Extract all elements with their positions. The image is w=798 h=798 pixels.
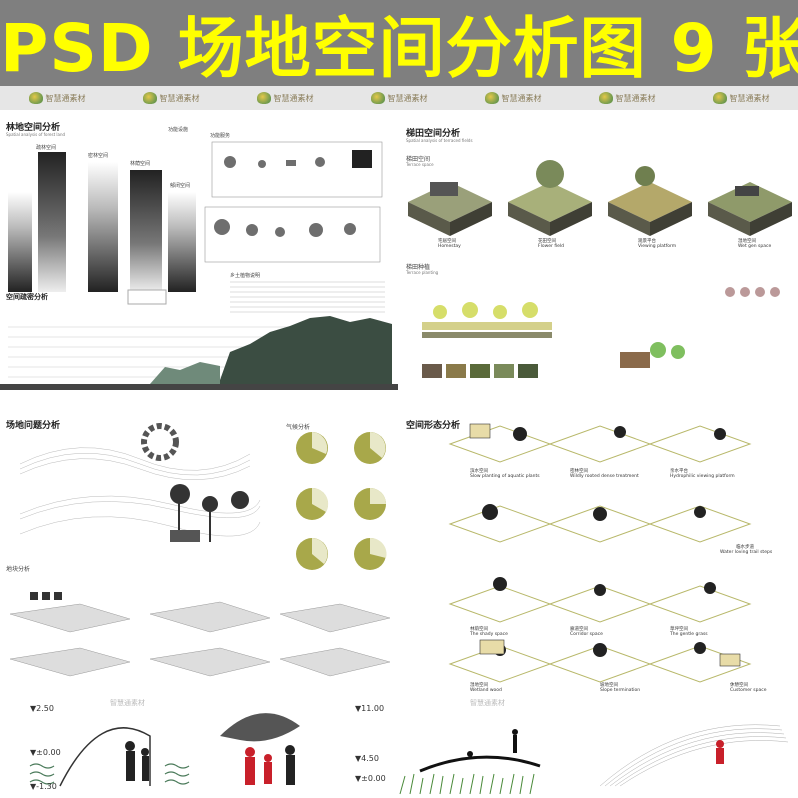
form-item-en: Corridor space	[570, 632, 603, 637]
elevation-label: ▼±0.00	[30, 748, 61, 757]
watermark: 智慧通素材	[256, 92, 314, 104]
problem-illustration	[9, 423, 391, 677]
watermark: 智慧通素材	[484, 92, 542, 104]
panel-title: 空间形态分析	[406, 421, 461, 431]
form-item-cn: 草坪空间	[670, 627, 688, 632]
elevation-label: ▼4.50	[355, 754, 379, 763]
form-item-en: Slow planting of aquatic plants	[470, 474, 540, 479]
logo-icon	[28, 92, 43, 104]
terrace-illustration	[408, 160, 792, 378]
terrace-block-cn: 花田空间	[538, 239, 556, 244]
logo-icon	[142, 92, 157, 104]
watermark: 智慧通素材	[470, 699, 505, 707]
forest-illustration	[0, 141, 398, 390]
logo-icon	[598, 92, 613, 104]
elevation-label: ▼11.00	[355, 704, 385, 713]
banner-title: PSD 场地空间分析图 9 张	[0, 10, 798, 87]
climate-title: 气候分析	[286, 424, 311, 431]
watermark-strip: 智慧通素材 智慧通素材 智慧通素材 智慧通素材 智慧通素材 智慧通素材 智慧通素…	[0, 86, 798, 110]
panel-subtitle: Spatial analysis of terraced fields	[406, 138, 473, 143]
form-item-en: Hydrophilic viewing platform	[670, 474, 735, 479]
panel-title: 林地空间分析	[6, 123, 61, 133]
elevation-label: ▼2.50	[30, 704, 54, 713]
title-banner: PSD 场地空间分析图 9 张	[0, 0, 798, 100]
terrace-block-cn: 观景平台	[638, 239, 656, 244]
panel-title: 场地问题分析	[6, 421, 61, 431]
terrace-block-cn: 宅居空间	[438, 239, 456, 244]
terrace-block-en: Viewing platform	[638, 244, 677, 249]
form-item-en: Customer space	[730, 688, 767, 693]
logo-icon	[712, 92, 727, 104]
label-closed: 郁闭空间	[170, 183, 191, 189]
form-item-en: The shady space	[470, 632, 508, 637]
terrace-block-en: Flower field	[538, 244, 565, 249]
label-dense: 密林空间	[88, 153, 109, 159]
form-item-cn: 坡地空间	[600, 683, 618, 688]
forest-space-panel: 林地空间分析 Spatial analysis of forest land 疏…	[0, 112, 398, 402]
watermark: 智慧通素材	[712, 92, 770, 104]
form-item-en: Wetland wood	[470, 688, 502, 693]
watermark: 智慧通素材	[28, 92, 86, 104]
terrace-block-cn: 湿地空间	[738, 239, 756, 244]
label-shade: 林荫空间	[130, 161, 151, 167]
watermark: 智慧通素材	[370, 92, 428, 104]
planting-subtitle: Terrace planting	[406, 270, 439, 275]
terrain-title: 地块分析	[6, 566, 31, 573]
planting-title: 梯田种植	[406, 264, 431, 271]
panel-subtitle: Spatial analysis of forest land	[6, 132, 66, 137]
sub-subtitle: Terrace space	[406, 162, 434, 167]
logo-icon	[484, 92, 499, 104]
site-problem-panel: 场地问题分析 气候分析 地块分析	[0, 404, 398, 694]
form-item-cn: 廊道空间	[570, 627, 588, 632]
form-illustration	[448, 423, 752, 683]
terrace-space-panel: 梯田空间分析 Spatial analysis of terraced fiel…	[400, 112, 798, 402]
form-item-en: The gentle grass	[670, 632, 708, 637]
form-item-cn: 滨水空间	[470, 469, 488, 474]
form-item-cn: 休憩空间	[730, 683, 748, 688]
panel-title: 梯田空间分析	[406, 129, 461, 139]
watermark: 智慧通素材	[110, 699, 145, 707]
watermark: 智慧通素材	[142, 92, 200, 104]
label-sparse: 疏林空间	[36, 145, 57, 151]
terrace-block-en: Wet gen space	[738, 244, 772, 249]
form-item-cn: 密林空间	[570, 469, 588, 474]
section-illustration	[29, 713, 789, 795]
elevation-label: ▼-1.30	[30, 782, 57, 791]
watermark: 智慧通素材	[598, 92, 656, 104]
logo-icon	[370, 92, 385, 104]
spatial-form-panel: 空间形态分析 滨水空间 Slow planting of aquatic pla…	[400, 404, 798, 694]
section-drawings-panel: ▼2.50 ▼±0.00 ▼-1.30 ▼11.00 ▼4.50 ▼±0.00 …	[0, 696, 798, 798]
label-facility: 功能设施	[168, 127, 189, 133]
form-item-en: Slope termination	[600, 688, 641, 693]
form-item-cn: 亲水平台	[670, 469, 688, 474]
form-item-cn: 湿地空间	[470, 683, 488, 688]
label-plants: 乡土植物说明	[230, 273, 261, 279]
label-service: 功能服务	[210, 133, 231, 139]
form-item-en: Wildly rooted dense treatment	[570, 474, 639, 479]
form-item-en: Water loving trail steps	[720, 550, 773, 555]
logo-icon	[256, 92, 271, 104]
form-item-cn: 林荫空间	[470, 627, 488, 632]
terrace-block-en: Homestay	[438, 244, 461, 249]
elevation-label: ▼±0.00	[355, 774, 386, 783]
sub-title: 梯田空间	[406, 156, 431, 163]
section-title: 空间疏密分析	[6, 293, 48, 301]
form-item-cn: 临水步道	[736, 545, 754, 550]
